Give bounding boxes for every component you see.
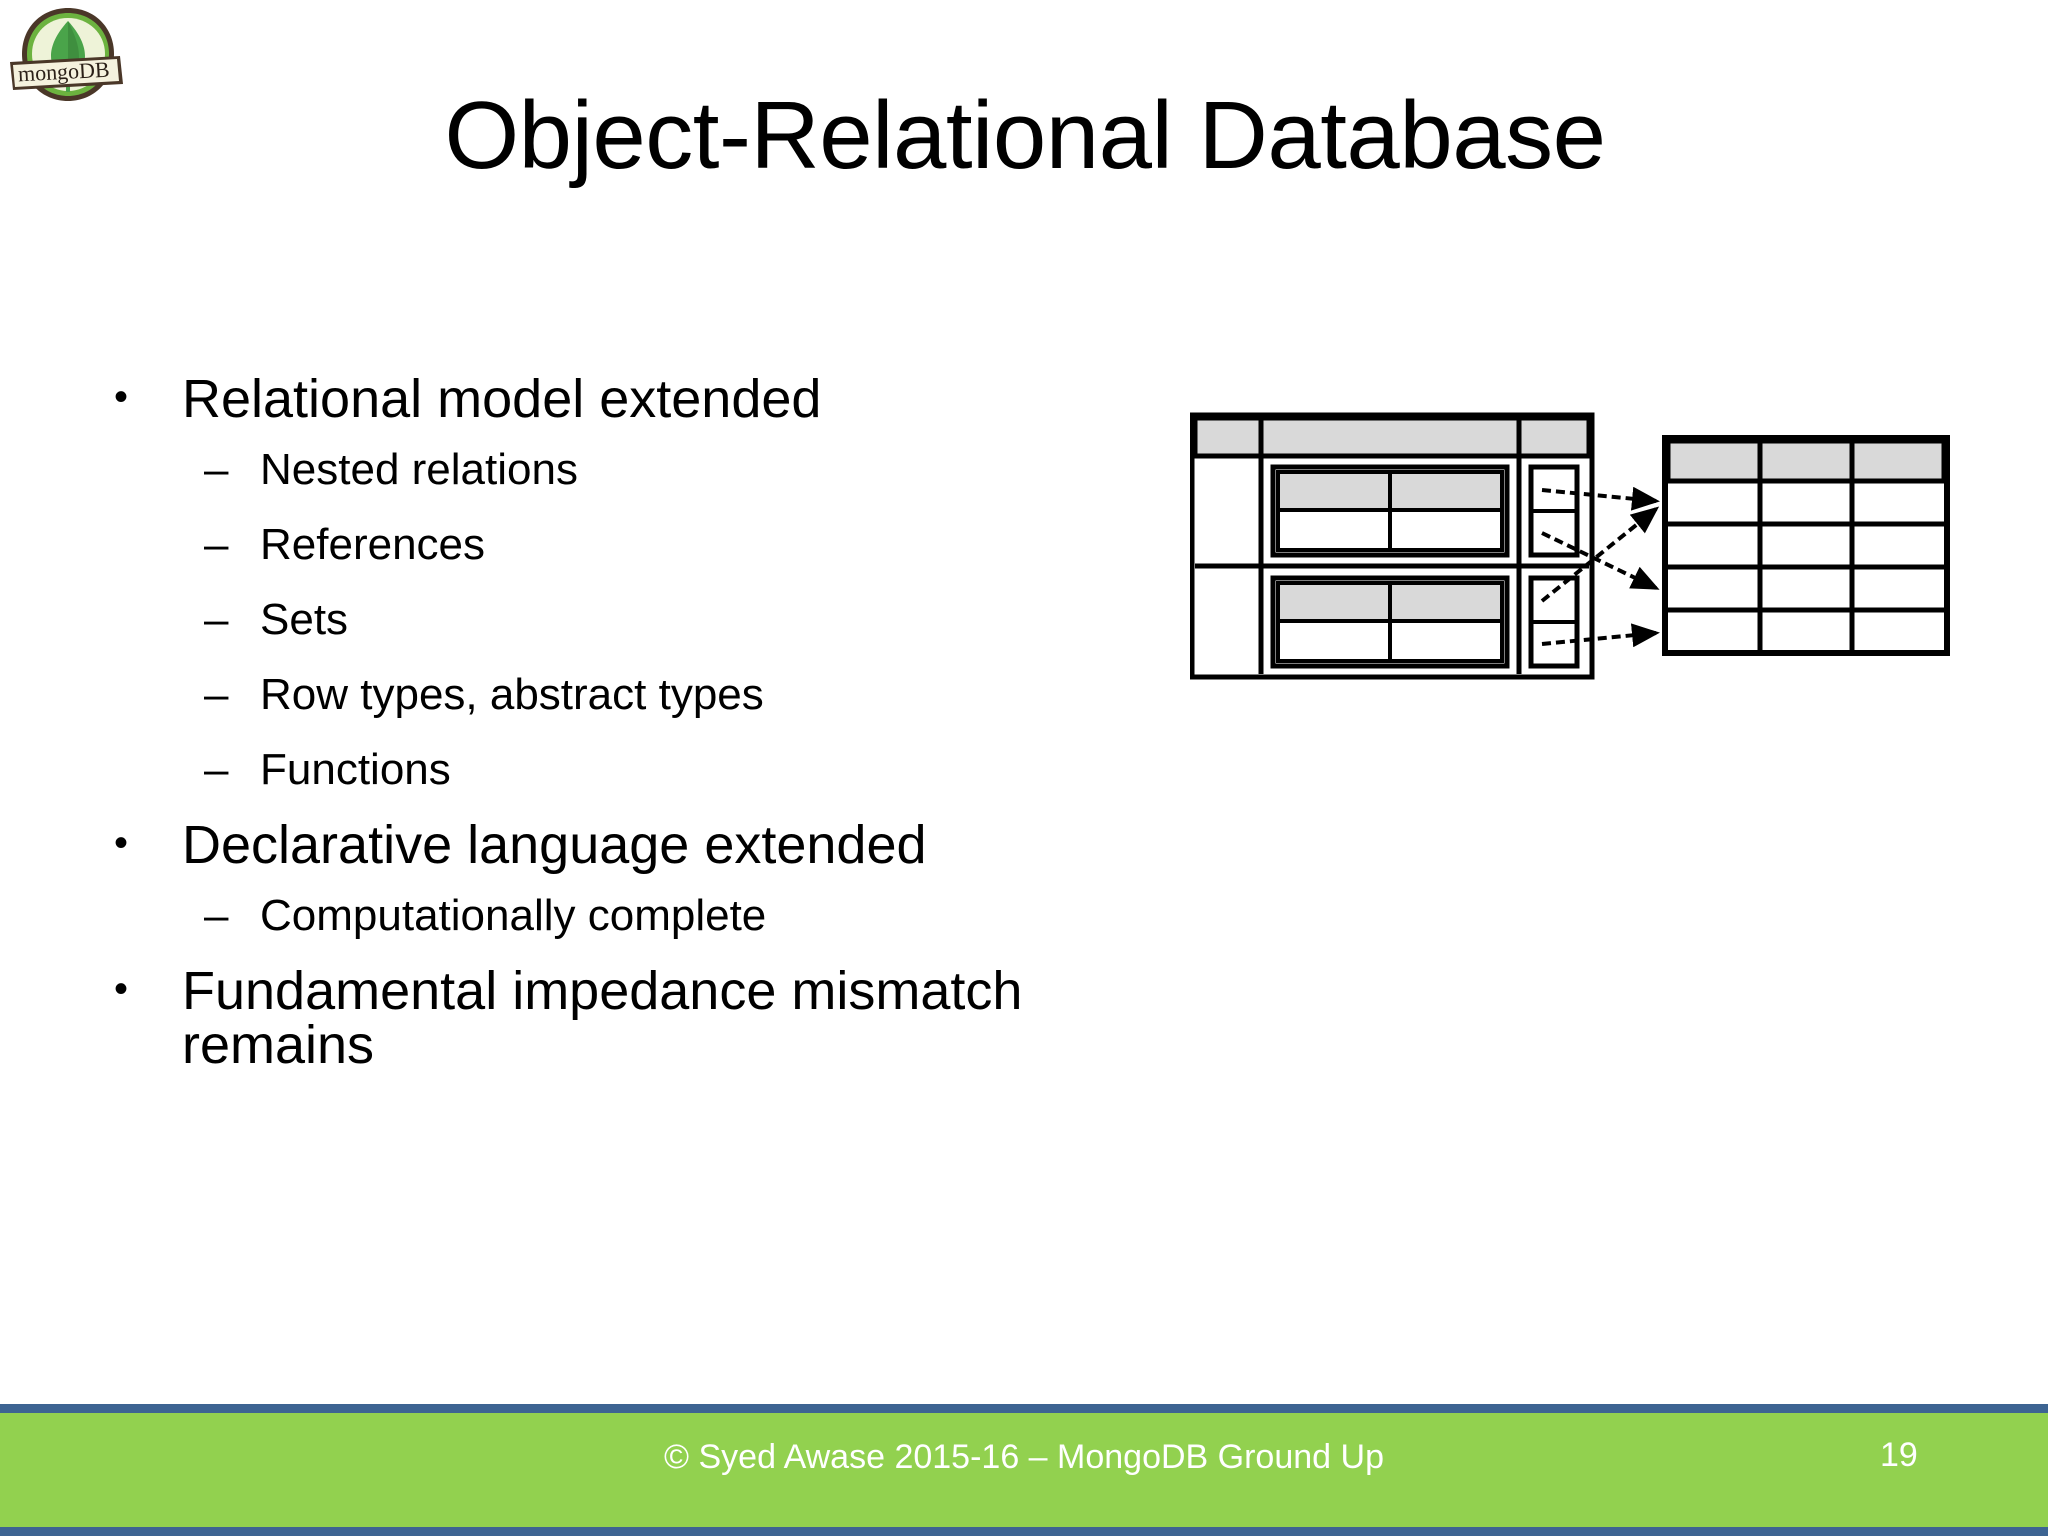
left-table-header-cell xyxy=(1258,415,1522,459)
mongodb-logo: mongoDB xyxy=(8,4,126,108)
bullet-text: Row types, abstract types xyxy=(260,670,764,719)
bullet-level1: • Relational model extended xyxy=(108,372,1188,426)
bullet-text: Functions xyxy=(260,745,451,794)
right-table-header-cell xyxy=(1849,438,1947,484)
right-table-header-cell xyxy=(1757,438,1855,484)
object-relational-tables-diagram xyxy=(1190,405,1950,695)
bullet-marker-dot: • xyxy=(114,375,129,419)
bullet-level2: – Computationally complete xyxy=(108,894,1188,938)
bullet-text: References xyxy=(260,520,486,569)
bullet-level1: • Fundamental impedance mismatch remains xyxy=(108,964,1188,1072)
bullet-marker-dot: • xyxy=(114,821,129,865)
bullet-text: Fundamental impedance mismatch remains xyxy=(182,961,1023,1075)
nested-table-cell xyxy=(1276,508,1392,552)
bullet-level2: – References xyxy=(108,523,1188,567)
bullet-text: Declarative language extended xyxy=(182,815,927,875)
bullet-level2: – Sets xyxy=(108,598,1188,642)
bullet-text: Computationally complete xyxy=(260,891,767,940)
bullet-text: Relational model extended xyxy=(182,369,822,429)
bullet-text: Sets xyxy=(260,595,349,644)
bullet-marker-dash: – xyxy=(204,595,229,644)
bullet-level2: – Functions xyxy=(108,748,1188,792)
bullet-list: • Relational model extended – Nested rel… xyxy=(108,372,1188,1094)
left-table-header-cell xyxy=(1516,415,1592,459)
reference-arrow xyxy=(1541,531,1660,590)
slide-number: 19 xyxy=(1880,1436,1918,1474)
nested-table-cell xyxy=(1388,508,1504,552)
svg-text:mongoDB: mongoDB xyxy=(17,57,110,87)
left-table-header-cell xyxy=(1192,415,1264,459)
reference-arrow xyxy=(1540,506,1660,603)
nested-table-cell xyxy=(1276,619,1392,663)
nested-table-header-cell xyxy=(1276,470,1392,512)
reference-arrow xyxy=(1541,623,1660,648)
right-table-header-cell xyxy=(1665,438,1763,484)
nested-table-cell xyxy=(1388,619,1504,663)
bullet-level2: – Nested relations xyxy=(108,448,1188,492)
footer-credit: © Syed Awase 2015-16 – MongoDB Ground Up xyxy=(664,1438,1384,1476)
bullet-marker-dash: – xyxy=(204,445,229,494)
nested-table-header-cell xyxy=(1276,581,1392,623)
bullet-text: Nested relations xyxy=(260,445,578,494)
page-title: Object-Relational Database xyxy=(444,82,1606,189)
bullet-marker-dash: – xyxy=(204,891,229,940)
bullet-marker-dash: – xyxy=(204,520,229,569)
nested-table-header-cell xyxy=(1388,581,1504,623)
bullet-marker-dot: • xyxy=(114,967,129,1011)
reference-arrow xyxy=(1541,486,1660,511)
bullet-level2: – Row types, abstract types xyxy=(108,673,1188,717)
bullet-marker-dash: – xyxy=(204,670,229,719)
footer-bar xyxy=(0,1404,2048,1536)
nested-table-header-cell xyxy=(1388,470,1504,512)
bullet-marker-dash: – xyxy=(204,745,229,794)
bullet-level1: • Declarative language extended xyxy=(108,818,1188,872)
